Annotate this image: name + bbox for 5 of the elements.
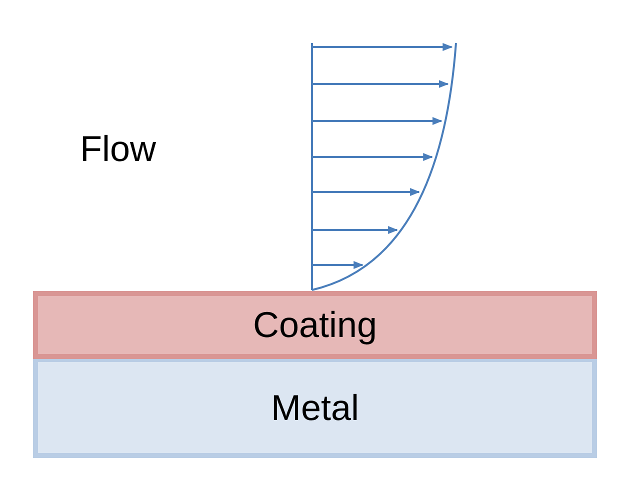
layer-label: Metal [270,386,360,428]
metal-layer [33,357,597,458]
flow-label: Flow [80,128,156,170]
coating-layer [33,291,597,359]
layer-label: Coating [252,304,378,346]
